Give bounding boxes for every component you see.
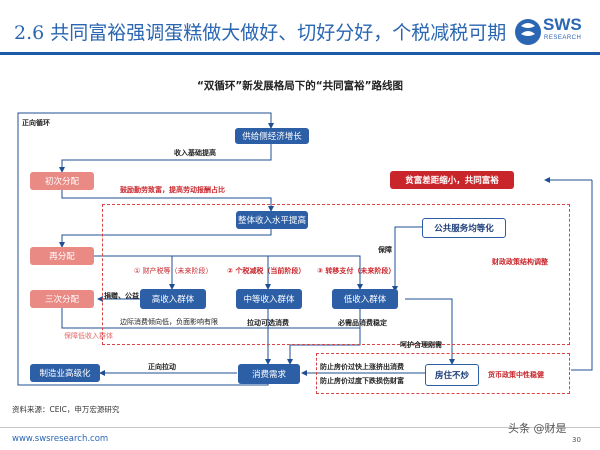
- label-pull-consumption: 拉动可选消费: [247, 319, 289, 327]
- page-number: 30: [572, 436, 581, 444]
- node-high-income: 高收入群体: [140, 289, 206, 309]
- header-divider: [0, 52, 600, 55]
- label-prevent-down: 防止房价过度下跌损伤财富: [320, 377, 404, 385]
- node-housing: 房住不炒: [425, 364, 479, 386]
- node-public-services: 公共服务均等化: [422, 218, 506, 238]
- node-wealth-gap: 贫富差距缩小，共同富裕: [390, 171, 514, 189]
- label-positive-cycle: 正向循环: [22, 119, 50, 127]
- node-supply-growth: 供给侧经济增长: [235, 128, 309, 144]
- label-guarantee: 保障: [378, 246, 392, 254]
- diagram-title: “双循环”新发展格局下的“共同富裕”路线图: [196, 80, 404, 92]
- node-tertiary-distribution: 三次分配: [30, 290, 94, 308]
- label-basic-income: 收入基础提高: [174, 149, 216, 157]
- monetary-region: [316, 353, 570, 394]
- fiscal-region: [102, 204, 570, 345]
- node-consumption: 消费需求: [238, 364, 300, 384]
- label-necessity: 必需品消费稳定: [338, 319, 387, 327]
- label-tax-individual: ② 个税减税（当前阶段）: [227, 267, 306, 275]
- label-forward-pull: 正向拉动: [148, 363, 176, 371]
- slide-title: 2.6 共同富裕强调蛋糕做大做好、切好分好，个税减税可期: [14, 22, 507, 44]
- label-donation: 捐赠、公益: [104, 292, 139, 300]
- sws-logo-icon: [515, 19, 541, 45]
- node-redistribution: 再分配: [30, 247, 94, 265]
- label-protect-demand: 呵护合理刚需: [400, 341, 442, 349]
- label-tax-transfer: ③ 转移支付（未来阶段）: [317, 267, 396, 275]
- label-monetary: 货币政策中性稳健: [488, 371, 544, 379]
- node-low-income: 低收入群体: [332, 289, 398, 309]
- node-primary-distribution: 初次分配: [30, 172, 94, 190]
- label-marginal-low: 边际消费倾向低，负面影响有限: [120, 318, 218, 326]
- label-fiscal-policy: 财政政策结构调整: [492, 258, 548, 266]
- node-manufacturing: 制造业高级化: [30, 364, 100, 382]
- logo-subtext: RESEARCH: [544, 35, 582, 41]
- footer-divider: [0, 427, 600, 428]
- logo-text: SWS: [543, 15, 582, 34]
- label-encourage: 鼓励勤劳致富，提高劳动报酬占比: [120, 186, 225, 194]
- node-mid-income: 中等收入群体: [236, 289, 302, 309]
- label-protect-low: 保障低收入群体: [64, 332, 113, 340]
- node-overall-income: 整体收入水平提高: [236, 211, 308, 229]
- watermark: 头条 @财是: [508, 422, 567, 435]
- source-note: 资料来源：CEIC，申万宏源研究: [12, 405, 120, 414]
- label-tax-property: ① 财产税等（未来阶段）: [134, 267, 213, 275]
- footer-url: www.swsresearch.com: [12, 434, 109, 444]
- label-prevent-up: 防止房价过快上涨挤出消费: [320, 363, 404, 371]
